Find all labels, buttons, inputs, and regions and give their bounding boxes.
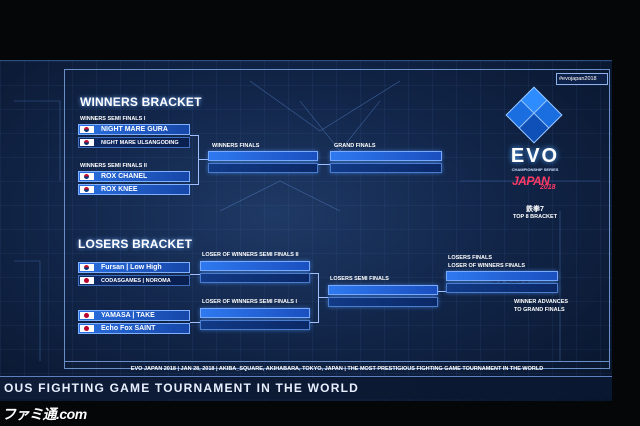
korea-flag-icon: [80, 173, 94, 180]
ticker-banner: OUS FIGHTING GAME TOURNAMENT IN THE WORL…: [0, 376, 612, 399]
losers-r1b-player2: Echo Fox SAINT: [78, 323, 190, 334]
connector: [198, 159, 208, 160]
lws2-label: LOSER OF WINNERS SEMI FINALS II: [202, 252, 299, 258]
korea-flag-icon: [80, 139, 94, 146]
connector: [190, 135, 199, 185]
korea-flag-icon: [80, 186, 94, 193]
lwf-label: LOSER OF WINNERS FINALS: [448, 263, 525, 269]
connector: [190, 274, 200, 275]
winners-semi1-label: WINNERS SEMI FINALS I: [80, 116, 146, 122]
losers-finals-label: LOSERS FINALS: [448, 255, 493, 261]
korea-flag-icon: [80, 264, 94, 271]
winners-finals-label: WINNERS FINALS: [212, 143, 260, 149]
winners-semi2-player2: ROX KNEE: [78, 184, 190, 195]
top8-label: TOP 8 BRACKET: [512, 214, 558, 220]
losers-finals-slot2: [446, 283, 558, 293]
bracket-screen: #evojapan2018 EVO CHAMPIONSHIP SERIES JA…: [0, 60, 612, 401]
losers-bracket-title: LOSERS BRACKET: [78, 237, 193, 251]
japan-flag-icon: [80, 325, 94, 332]
advance-note-2: TO GRAND FINALS: [514, 307, 565, 313]
winners-finals-slot2: [208, 163, 318, 173]
losers-semis-label: LOSERS SEMI FINALS: [330, 276, 389, 282]
evo-subtitle: CHAMPIONSHIP SERIES: [511, 167, 559, 172]
connector: [318, 164, 330, 165]
losers-r1a-player2: CODASGAMES | NOROMA: [78, 275, 190, 286]
evo-title: EVO: [510, 145, 560, 167]
losers-r1b-player1: YAMASA | TAKE: [78, 310, 190, 321]
losers-r2a-slot2: [200, 273, 310, 283]
hashtag-badge: #evojapan2018: [556, 73, 608, 85]
hashtag-text: #evojapan2018: [559, 76, 597, 82]
famitsu-watermark: ファミ通.com: [2, 406, 87, 422]
losers-r2b-slot1: [200, 308, 310, 318]
event-info-footer: EVO JAPAN 2018 | JAN 28, 2018 | AKIBA_SQ…: [64, 361, 610, 376]
losers-finals-slot1: [446, 271, 558, 281]
game-title-label: 鉄拳7: [526, 206, 544, 213]
winners-semi1-player1: NIGHT MARE GURA: [78, 124, 190, 135]
connector: [190, 322, 200, 323]
background-lines: [14, 80, 600, 361]
grand-finals-slot1: [330, 151, 442, 161]
japan-wordmark: JAPAN 2018: [512, 174, 556, 191]
losers-r1a-player1: Fursan | Low High: [78, 262, 190, 273]
connector: [438, 291, 446, 292]
connector: [310, 273, 319, 323]
grand-finals-label: GRAND FINALS: [334, 143, 376, 149]
winners-semi1-player2: NIGHT MARE ULSANGODING: [78, 137, 190, 148]
japan-flag-icon: [80, 312, 94, 319]
evo-logo: EVO CHAMPIONSHIP SERIES JAPAN 2018 鉄拳7: [490, 86, 580, 290]
losers-semis-slot2: [328, 297, 438, 307]
winners-semi2-label: WINNERS SEMI FINALS II: [80, 163, 147, 169]
losers-r2a-slot1: [200, 261, 310, 271]
losers-semis-slot1: [328, 285, 438, 295]
bracket-panel: [64, 69, 610, 369]
grand-finals-slot2: [330, 163, 442, 173]
lws1-label: LOSER OF WINNERS SEMI FINALS I: [202, 299, 298, 305]
connector: [318, 297, 328, 298]
korea-flag-icon: [80, 126, 94, 133]
ticker-text: OUS FIGHTING GAME TOURNAMENT IN THE WORL…: [4, 381, 359, 395]
winners-semi2-player1: ROX CHANEL: [78, 171, 190, 182]
japan-flag-icon: [80, 277, 94, 284]
losers-r2b-slot2: [200, 320, 310, 330]
winners-bracket-title: WINNERS BRACKET: [80, 95, 202, 109]
advance-note-1: WINNER ADVANCES: [514, 299, 569, 305]
winners-finals-slot1: [208, 151, 318, 161]
